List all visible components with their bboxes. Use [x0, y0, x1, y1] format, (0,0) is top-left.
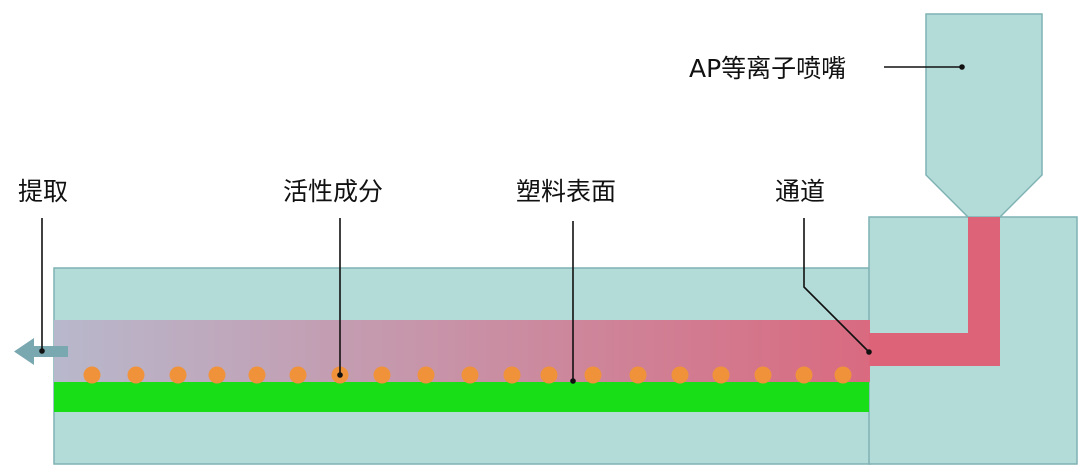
plasma-nozzle [925, 13, 1043, 218]
active-particle [795, 366, 813, 384]
active-particle [169, 366, 187, 384]
active-particle [373, 366, 391, 384]
active-particle [248, 366, 266, 384]
active-particle [712, 366, 730, 384]
active-particle [754, 366, 772, 384]
label-plastic-surface: 塑料表面 [516, 177, 616, 206]
active-particle [208, 366, 226, 384]
label-nozzle: AP等离子喷嘴 [689, 54, 846, 83]
leader-point-surface [570, 378, 576, 384]
active-particle [417, 366, 435, 384]
plasma-flow-path [869, 217, 1000, 366]
leader-point-active [337, 372, 343, 378]
active-particle [461, 366, 479, 384]
leader-point-extract [39, 348, 45, 354]
active-particle [127, 366, 145, 384]
leader-point-nozzle [959, 64, 965, 70]
leader-line-channel [803, 218, 870, 353]
active-particle [629, 366, 647, 384]
active-particle [540, 366, 558, 384]
active-particle [83, 366, 101, 384]
active-particle [289, 366, 307, 384]
active-particles [83, 366, 852, 384]
label-extract: 提取 [18, 177, 68, 206]
active-particle [584, 366, 602, 384]
channel [54, 320, 870, 382]
plastic-surface [54, 382, 869, 412]
active-particle [671, 366, 689, 384]
active-particle [503, 366, 521, 384]
leader-point-channel [866, 349, 872, 355]
arrow-left-icon [14, 338, 68, 365]
label-active-ingredient: 活性成分 [283, 177, 383, 206]
label-channel: 通道 [775, 177, 825, 206]
active-particle [834, 366, 852, 384]
